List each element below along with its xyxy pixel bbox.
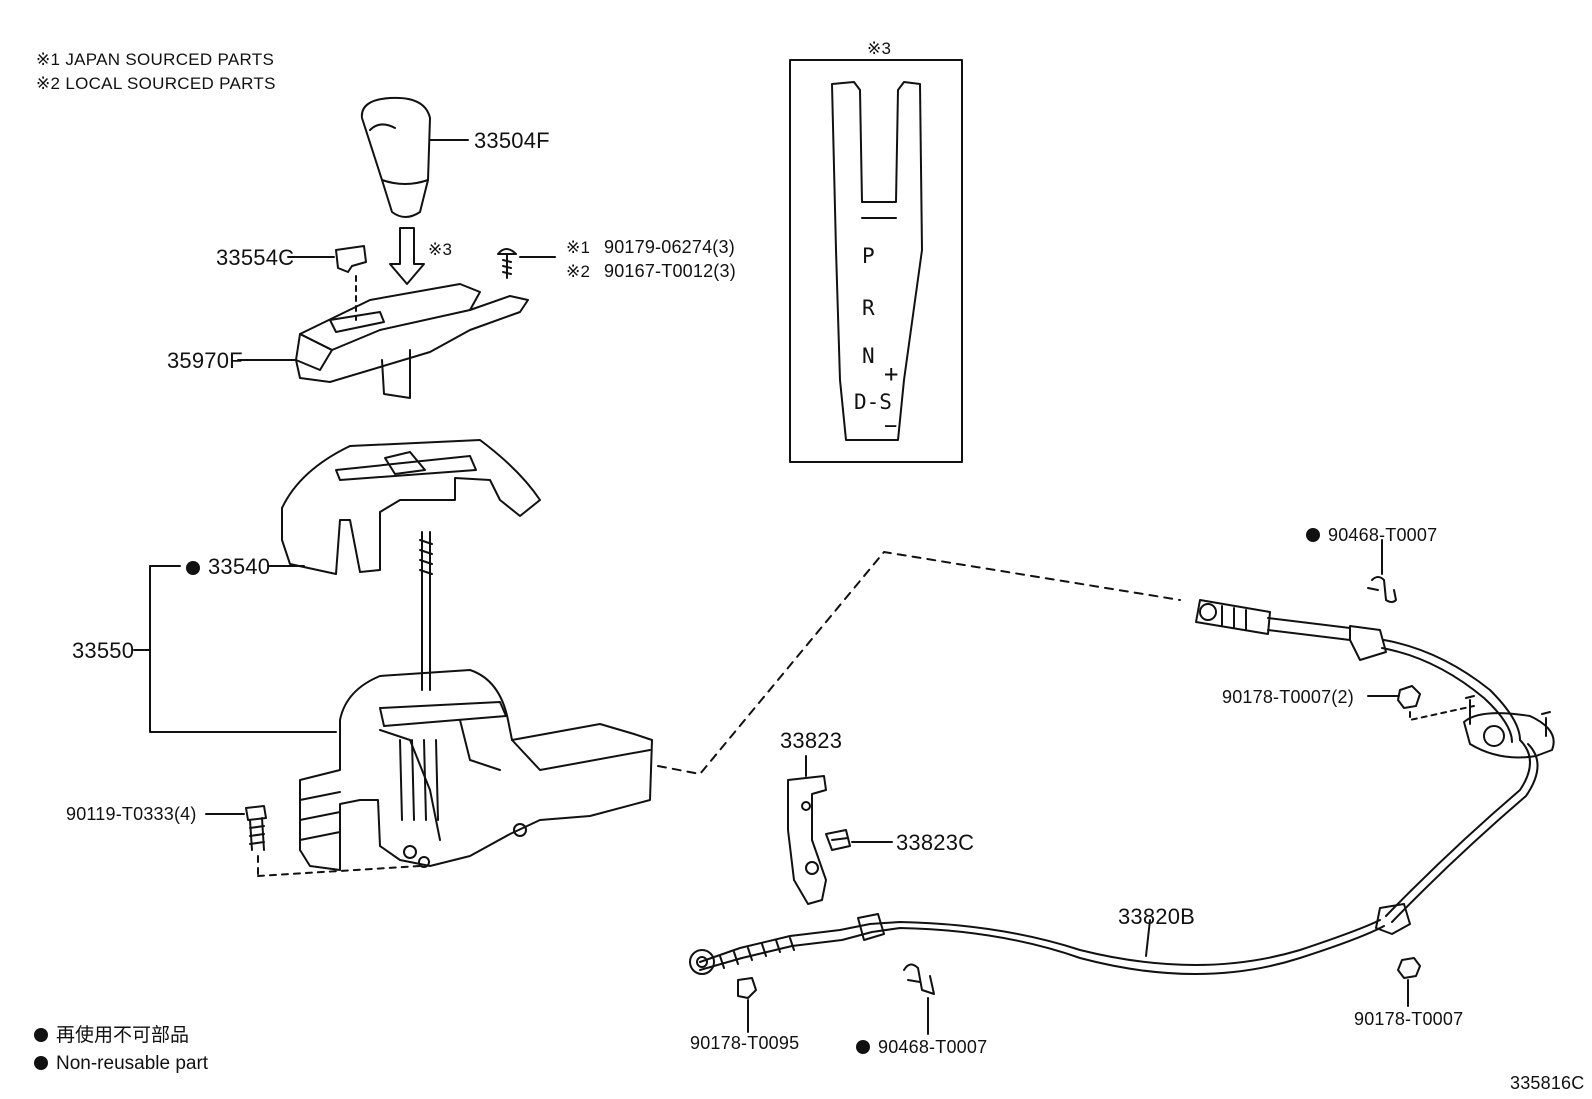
- shift-lever-rod: [419, 531, 433, 691]
- part-90468-T0007-bottom: 90468-T0007: [856, 1038, 987, 1056]
- position-r: R: [862, 296, 875, 320]
- retainer-clip-bottom-drawing: [903, 963, 935, 1035]
- legend-english-text: Non-reusable part: [56, 1053, 209, 1074]
- part-90468-bottom-number: 90468-T0007: [878, 1037, 988, 1057]
- part-33550: 33550: [72, 638, 135, 663]
- non-reusable-dot: [186, 561, 200, 575]
- mark-japan: ※1: [566, 238, 591, 257]
- down-arrow-drawing: [389, 227, 425, 285]
- part-33823: 33823: [780, 728, 843, 753]
- inset-mark: ※3: [867, 39, 892, 58]
- position-p: P: [862, 244, 875, 268]
- inset-box: [789, 59, 963, 463]
- shifter-base-drawing: [299, 669, 653, 871]
- part-33540: 33540: [186, 556, 270, 578]
- note-local-sourced: ※2 LOCAL SOURCED PARTS: [36, 74, 276, 93]
- retainer-clip-top-drawing: [1367, 539, 1397, 603]
- part-90119-T0333: 90119-T0333(4): [66, 804, 197, 824]
- part-33823C: 33823C: [896, 830, 975, 855]
- cable-connection-dashed: [657, 551, 1181, 775]
- upper-cable-end-drawing: [1195, 599, 1555, 759]
- part-90178-T0095: 90178-T0095: [690, 1033, 800, 1053]
- part-33504F: 33504F: [474, 128, 550, 153]
- part-90178-T0007-2: 90178-T0007(2): [1222, 687, 1354, 707]
- assembly-bracket: [133, 565, 337, 733]
- figure-id: 335816C: [1510, 1073, 1585, 1093]
- shift-cable-drawing: [689, 739, 1539, 975]
- plus-sign: +: [884, 360, 899, 388]
- screw-drawing: [497, 248, 556, 279]
- position-n: N: [862, 344, 875, 368]
- legend-dot: [34, 1028, 48, 1042]
- mark-local: ※2: [566, 262, 591, 281]
- indicator-plate-drawing: [237, 283, 529, 399]
- nut-upper-drawing: [1367, 685, 1475, 721]
- part-33554C: 33554C: [216, 245, 295, 270]
- legend-dot: [34, 1056, 48, 1070]
- bolt-drawing: [205, 805, 421, 877]
- bracket-bolt-drawing: [825, 829, 893, 851]
- note-japan-sourced: ※1 JAPAN SOURCED PARTS: [36, 50, 275, 69]
- upper-cover-drawing: [267, 439, 541, 575]
- part-33540-number: 33540: [208, 554, 271, 579]
- position-d-s: D-S: [854, 390, 892, 414]
- part-35970F: 35970F: [167, 348, 243, 373]
- non-reusable-dot: [856, 1040, 870, 1054]
- legend-japanese-text: 再使用不可部品: [56, 1025, 190, 1046]
- clip-drawing: [287, 245, 367, 321]
- part-90178-T0007: 90178-T0007: [1354, 1009, 1464, 1029]
- part-90468-T0007-top: 90468-T0007: [1306, 526, 1437, 544]
- part-90179-06274: 90179-06274(3): [604, 237, 735, 257]
- part-33820B: 33820B: [1118, 904, 1196, 929]
- part-90167-T0012: 90167-T0012(3): [604, 261, 736, 281]
- part-90468-top-number: 90468-T0007: [1328, 525, 1438, 545]
- cable-bracket-drawing: [787, 755, 827, 905]
- arrow-mark: ※3: [428, 240, 453, 259]
- nut-left-drawing: [737, 977, 757, 1033]
- shift-knob-drawing: [360, 96, 469, 218]
- minus-sign: −: [884, 414, 898, 439]
- non-reusable-dot: [1306, 528, 1320, 542]
- legend-japanese: 再使用不可部品: [34, 1026, 189, 1045]
- legend-english: Non-reusable part: [34, 1054, 208, 1073]
- nut-right-drawing: [1397, 957, 1421, 1007]
